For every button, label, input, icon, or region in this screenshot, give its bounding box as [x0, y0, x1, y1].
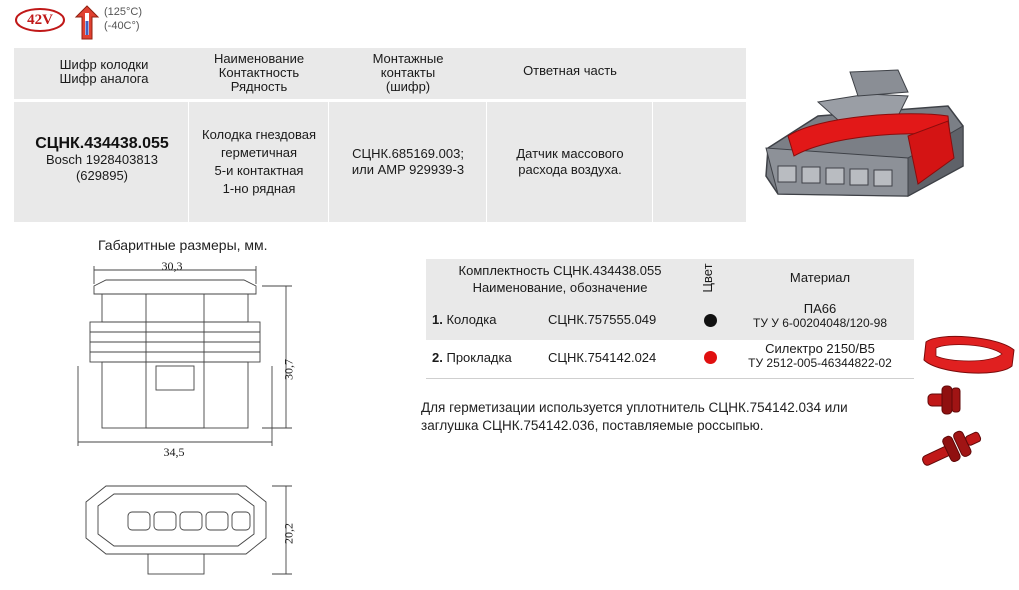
component-code: СЦНК.757555.049: [548, 312, 657, 327]
header-line: Наименование: [213, 51, 305, 66]
component-code: СЦНК.754142.024: [548, 350, 657, 365]
components-header-material: Материал: [789, 270, 851, 285]
header-codes: Шифр колодки Шифр аналога: [24, 58, 184, 86]
header-name: Наименование Контактность Рядность: [190, 52, 328, 94]
dim-depth: 20,2: [281, 523, 296, 544]
header-mating: Ответная часть: [523, 63, 617, 78]
cell-mating: Датчик массового расхода воздуха.: [488, 146, 652, 178]
mating-line: Датчик массового: [516, 146, 624, 161]
component-row-1: [426, 297, 914, 340]
column-divider: [486, 102, 487, 222]
dimensions-caption: Габаритные размеры, мм.: [98, 237, 268, 253]
component-number: 1.: [432, 312, 443, 327]
color-dot-red: [704, 351, 717, 364]
color-dot-black: [704, 314, 717, 327]
material-spec: ТУ У 6-00204048/120-98: [752, 316, 887, 330]
name-line: Колодка гнездовая: [202, 127, 316, 142]
component-title: Колодка: [446, 312, 497, 327]
note-line: Для герметизации используется уплотнител…: [421, 400, 848, 415]
connector-code: СЦНК.434438.055: [35, 135, 169, 152]
contacts-line: СЦНК.685169.003;: [352, 146, 464, 161]
cell-contacts: СЦНК.685169.003; или AMP 929939-3: [330, 146, 486, 178]
header-line: контакты: [380, 65, 436, 80]
component-name: 2. Прокладка: [432, 350, 512, 365]
material-name: ПА66: [803, 301, 837, 316]
mating-line: расхода воздуха.: [518, 162, 622, 177]
name-line: герметичная: [220, 145, 298, 160]
component-row-2: [426, 341, 914, 379]
components-header-left: Комплектность СЦНК.434438.055 Наименован…: [426, 262, 694, 296]
column-divider: [188, 102, 189, 222]
component-material: Силектро 2150/В5 ТУ 2512-005-46344822-02: [730, 341, 910, 370]
header-line: Шифр аналога: [59, 71, 149, 86]
material-spec: ТУ 2512-005-46344822-02: [748, 356, 892, 370]
header-contacts: Монтажные контакты (шифр): [330, 52, 486, 94]
component-material: ПА66 ТУ У 6-00204048/120-98: [730, 301, 910, 330]
dim-height: 30,7: [281, 359, 296, 380]
header-line: (шифр): [385, 79, 431, 94]
header-line: Шифр колодки: [59, 57, 149, 72]
component-title: Прокладка: [446, 350, 512, 365]
contacts-line: или AMP 929939-3: [351, 162, 465, 177]
header-line: Контактность: [218, 65, 300, 80]
thermometer-icon: [74, 5, 100, 40]
temp-high: (125°C): [104, 6, 143, 18]
name-line: 5-и контактная: [214, 163, 304, 178]
name-line: 1-но рядная: [222, 181, 296, 196]
header-line: Наименование, обозначение: [472, 280, 648, 295]
table-header-divider: [14, 99, 746, 102]
voltage-label: 42V: [27, 12, 53, 28]
seal-photo: [922, 335, 1015, 466]
column-divider: [328, 102, 329, 222]
cell-codes: СЦНК.434438.055 Bosch 1928403813 (629895…: [16, 136, 188, 184]
dim-top-width: 30,3: [161, 259, 183, 273]
cell-name: Колодка гнездовая герметичная 5-и контак…: [190, 126, 328, 198]
analog-code-alt: (629895): [75, 168, 129, 183]
material-name: Силектро 2150/В5: [765, 341, 875, 356]
front-view-drawing: [77, 266, 292, 446]
main-table: [14, 48, 746, 222]
components-header: [426, 259, 914, 297]
header-line: Комплектность СЦНК.434438.055: [458, 263, 662, 278]
row-divider: [426, 340, 914, 341]
column-divider: [652, 102, 653, 222]
analog-code: Bosch 1928403813: [45, 152, 159, 167]
sealing-note: Для герметизации используется уплотнител…: [421, 399, 921, 435]
header-line: Рядность: [230, 79, 288, 94]
connector-photo: [765, 69, 964, 197]
component-name: 1. Колодка: [432, 312, 496, 327]
bottom-view-drawing: [85, 485, 292, 575]
components-header-color: Цвет: [700, 263, 715, 293]
component-number: 2.: [432, 350, 443, 365]
header-line: Монтажные: [372, 51, 444, 66]
note-line: заглушка СЦНК.754142.036, поставляемые р…: [421, 418, 764, 433]
temperature-range: (125°C) (-40C°): [104, 5, 142, 33]
temp-low: (-40C°): [104, 20, 140, 32]
voltage-badge-icon: [15, 8, 65, 32]
dim-bottom-width: 34,5: [163, 445, 185, 459]
